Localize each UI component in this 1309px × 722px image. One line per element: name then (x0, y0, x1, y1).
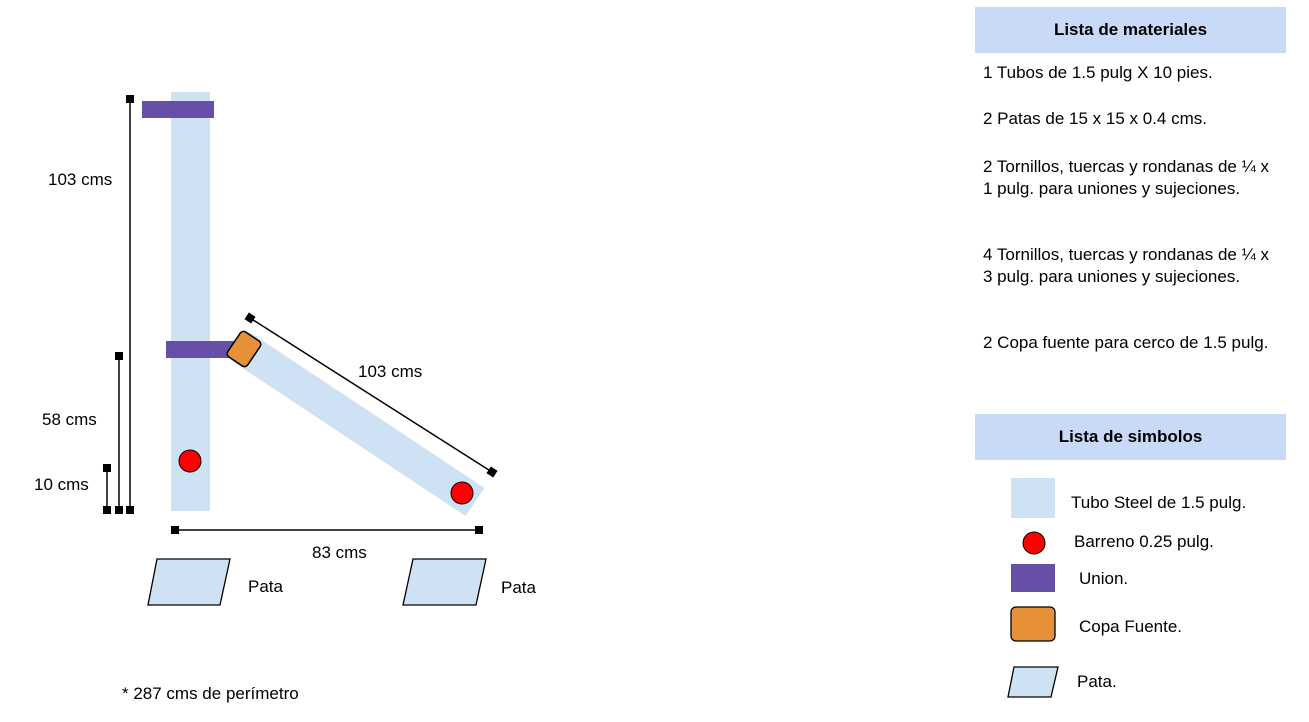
symbol-label-pata: Pata. (1077, 672, 1117, 691)
pata-right-label: Pata (501, 578, 536, 597)
symbol-label-tube: Tubo Steel de 1.5 pulg. (1071, 493, 1247, 512)
cup-fitting (226, 330, 262, 368)
dim-top-label: 103 cms (48, 170, 113, 189)
tube-icon (1011, 478, 1055, 518)
material-item: 2 Copa fuente para cerco de 1.5 pulg. (983, 333, 1269, 352)
drill-hole-icon (1022, 531, 1046, 555)
vertical-tube (171, 92, 210, 511)
material-item: 4 Tornillos, tuercas y rondanas de ¼ x 3… (983, 245, 1270, 286)
materials-header: Lista de materiales (975, 7, 1286, 53)
symbol-label-cup: Copa Fuente. (1079, 617, 1183, 636)
union-icon (1011, 564, 1055, 592)
drill-hole (450, 481, 474, 505)
symbol-label-hole: Barreno 0.25 pulg. (1074, 532, 1214, 551)
symbol-label-union: Union. (1079, 569, 1129, 588)
leg-plate-icon (1007, 666, 1059, 698)
cup-fitting-icon (1010, 606, 1056, 642)
dim-low-label: 10 cms (34, 475, 89, 494)
dim-diagonal-label: 103 cms (358, 362, 423, 381)
symbols-header: Lista de simbolos (975, 414, 1286, 460)
mid-union (166, 341, 236, 358)
leg-plate-right (402, 558, 487, 606)
footnote: * 287 cms de perímetro (122, 684, 299, 703)
drill-hole (178, 449, 202, 473)
material-item: 2 Patas de 15 x 15 x 0.4 cms. (983, 109, 1207, 128)
dimension-diagonal (249, 317, 493, 473)
diagonal-tube (230, 331, 485, 517)
top-union (142, 101, 214, 118)
leg-plate-left (147, 558, 231, 606)
dim-base-label: 83 cms (312, 543, 367, 562)
material-item: 2 Tornillos, tuercas y rondanas de ¼ x 1… (983, 157, 1270, 198)
pata-left-label: Pata (248, 577, 283, 596)
material-item: 1 Tubos de 1.5 pulg X 10 pies. (983, 63, 1213, 82)
dim-mid-label: 58 cms (42, 410, 97, 429)
